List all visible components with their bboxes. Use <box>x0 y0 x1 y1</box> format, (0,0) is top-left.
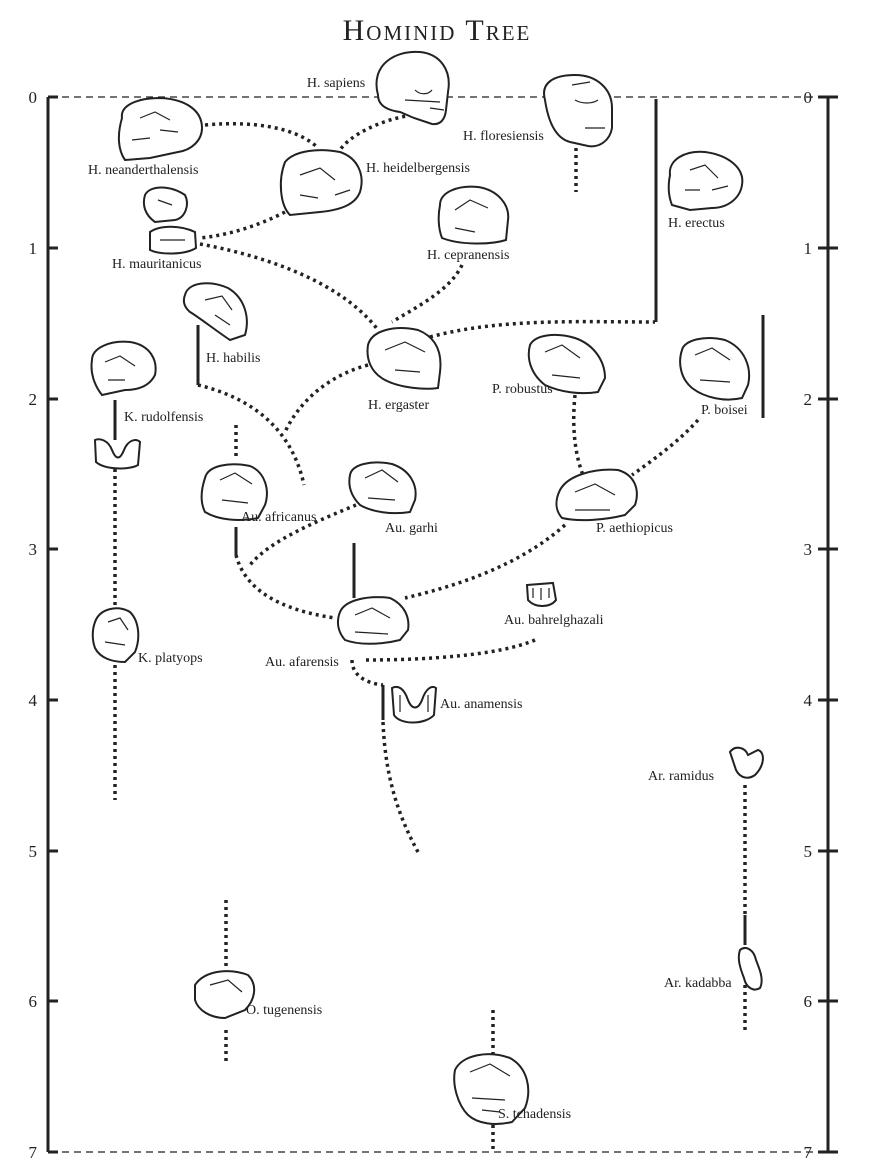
s-tchadensis-skull-icon <box>453 1053 530 1125</box>
label-h-cepranensis: H. cepranensis <box>427 248 509 263</box>
label-h-mauritanicus: H. mauritanicus <box>112 257 201 272</box>
h-ergaster-skull-icon <box>366 327 442 390</box>
connector-afarensis-anamensis <box>350 659 384 687</box>
connector-mauritanicus-ergaster <box>199 242 380 332</box>
connector-ergaster-down <box>283 363 369 433</box>
label-ar-kadabba: Ar. kadabba <box>664 976 732 991</box>
left-tick-label-7: 7 <box>29 1143 38 1162</box>
right-tick-label-5: 5 <box>804 842 813 861</box>
label-s-tchadensis: S. tchadensis <box>498 1107 571 1122</box>
connector-cepranensis-ergaster <box>391 264 464 324</box>
au-bahrelghazali-jaw-icon <box>525 581 558 607</box>
label-au-anamensis: Au. anamensis <box>440 697 522 712</box>
k-rudolfensis-jaw-icon <box>93 438 142 470</box>
label-au-garhi: Au. garhi <box>385 521 438 536</box>
right-tick-label-0: 0 <box>804 88 813 107</box>
o-tugenensis-bone-icon <box>194 970 256 1020</box>
left-tick-label-4: 4 <box>29 691 38 710</box>
label-ar-ramidus: Ar. ramidus <box>648 769 714 784</box>
label-k-platyops: K. platyops <box>138 651 203 666</box>
h-neanderthalensis-skull-icon <box>117 96 204 162</box>
label-h-neanderthalensis: H. neanderthalensis <box>88 163 198 178</box>
au-africanus-skull-icon <box>200 463 268 521</box>
h-erectus-skull-icon <box>667 150 744 212</box>
label-o-tugenensis: O. tugenensis <box>246 1003 322 1018</box>
label-h-ergaster: H. ergaster <box>368 398 429 413</box>
h-habilis-skull-icon <box>182 282 248 342</box>
left-tick-label-6: 6 <box>29 992 38 1011</box>
label-h-floresiensis: H. floresiensis <box>463 129 544 144</box>
label-k-rudolfensis: K. rudolfensis <box>124 410 203 425</box>
ar-kadabba-bone-icon <box>737 947 763 991</box>
right-tick-label-4: 4 <box>804 691 813 710</box>
label-h-habilis: H. habilis <box>206 351 260 366</box>
left-tick-label-3: 3 <box>29 540 38 559</box>
p-boisei-skull-icon <box>679 337 750 401</box>
connector-ergaster-erectus <box>429 319 656 339</box>
ar-ramidus-bone-icon <box>728 746 764 779</box>
right-tick-label-2: 2 <box>804 390 813 409</box>
h-floresiensis-skull-icon <box>543 73 613 148</box>
label-au-afarensis: Au. afarensis <box>265 655 339 670</box>
left-tick-label-5: 5 <box>29 842 38 861</box>
connector-heidelbergensis-mauritanicus <box>199 210 286 240</box>
label-p-aethiopicus: P. aethiopicus <box>596 521 673 536</box>
label-h-erectus: H. erectus <box>668 216 725 231</box>
right-tick-label-1: 1 <box>804 239 813 258</box>
connector-robustus-aethiopicus <box>572 394 587 481</box>
right-tick-label-7: 7 <box>804 1143 813 1162</box>
au-garhi-skull-icon <box>348 461 417 515</box>
right-tick-label-6: 6 <box>804 992 813 1011</box>
h-mauritanicus-skull-icon <box>142 186 198 255</box>
connector-sapiens-heidelbergensis <box>338 113 413 152</box>
connector-bahrelghazali-afarensis <box>364 638 536 662</box>
h-heidelbergensis-skull-icon <box>279 149 363 217</box>
label-h-heidelbergensis: H. heidelbergensis <box>366 161 470 176</box>
label-au-bahrelghazali: Au. bahrelghazali <box>504 613 604 628</box>
diagram-title: Hominid Tree <box>343 14 532 47</box>
lineage-connectors <box>113 113 747 1152</box>
connector-boisei-aethiopicus <box>630 418 700 477</box>
right-tick-label-3: 3 <box>804 540 813 559</box>
connector-aethiopicus-afarensis <box>404 523 567 600</box>
p-robustus-skull-icon <box>527 333 607 395</box>
h-sapiens-skull-icon <box>375 50 450 126</box>
k-rudolfensis-skull-icon <box>90 340 157 397</box>
connector-garhi-down <box>248 503 357 567</box>
p-aethiopicus-skull-icon <box>555 468 638 522</box>
connector-anamensis-down <box>381 721 420 853</box>
au-afarensis-skull-icon <box>336 596 410 645</box>
label-p-boisei: P. boisei <box>701 403 748 418</box>
h-cepranensis-skull-icon <box>437 185 510 245</box>
left-tick-label-2: 2 <box>29 390 38 409</box>
k-platyops-skull-icon <box>91 607 140 664</box>
range-bars <box>113 99 765 945</box>
species-labels: H. sapiens H. floresiensis H. neandertha… <box>88 76 748 1122</box>
label-au-africanus: Au. africanus <box>241 510 316 525</box>
connector-neanderthalensis-heidelbergensis <box>204 121 320 150</box>
label-p-robustus: P. robustus <box>492 382 553 397</box>
left-tick-label-1: 1 <box>29 239 38 258</box>
connector-africanus-afarensis <box>234 554 336 620</box>
au-anamensis-jaw-icon <box>390 685 438 724</box>
left-tick-label-0: 0 <box>29 88 38 107</box>
connector-habilis-down <box>197 383 306 486</box>
label-h-sapiens: H. sapiens <box>307 76 365 91</box>
